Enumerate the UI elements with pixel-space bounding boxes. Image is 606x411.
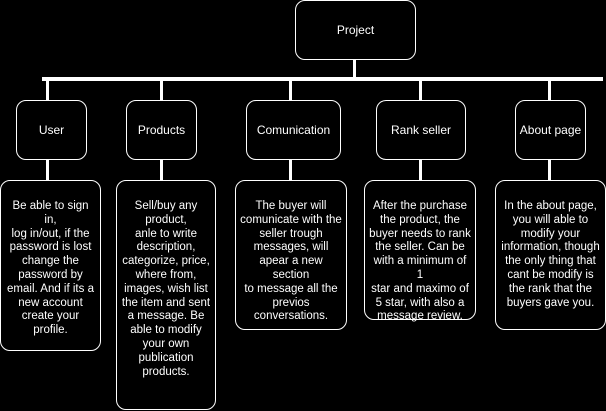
- comunication-to-desc-connector: [289, 159, 292, 181]
- description-text-user: Be able to sign in, log in/out, if the p…: [7, 200, 94, 337]
- description-text-about-page: In the about page, you will able to modi…: [501, 200, 600, 309]
- bus-to-comunication-connector: [289, 80, 292, 100]
- category-node-user: User: [16, 100, 87, 160]
- category-label-about-page: About page: [519, 123, 582, 137]
- bus-to-about-page-connector: [548, 80, 551, 100]
- bus-to-user-connector: [46, 80, 49, 100]
- category-label-user: User: [38, 123, 65, 137]
- category-label-rank-seller: Rank seller: [390, 123, 452, 137]
- description-node-rank-seller: After the purchase the product, the buye…: [364, 180, 476, 322]
- horizontal-bus: [42, 77, 603, 81]
- category-node-products: Products: [126, 100, 197, 160]
- bus-to-rank-seller-connector: [419, 80, 422, 100]
- description-text-rank-seller: After the purchase the product, the buye…: [369, 200, 471, 323]
- bus-to-products-connector: [160, 80, 163, 100]
- products-to-desc-connector: [160, 159, 163, 181]
- category-label-products: Products: [137, 123, 186, 137]
- description-node-comunication: The buyer will comunicate with the selle…: [235, 180, 347, 330]
- root-connector: [353, 59, 356, 78]
- category-node-rank-seller: Rank seller: [376, 100, 466, 160]
- description-text-products: Sell/buy any product, anle to write desc…: [121, 200, 211, 378]
- about-page-to-desc-connector: [548, 159, 551, 181]
- category-node-comunication: Comunication: [246, 100, 341, 160]
- root-node-project: Project: [295, 0, 416, 60]
- rank-seller-to-desc-connector: [419, 159, 422, 181]
- description-text-comunication: The buyer will comunicate with the selle…: [240, 200, 342, 323]
- description-node-user: Be able to sign in, log in/out, if the p…: [0, 180, 101, 351]
- description-node-about-page: In the about page, you will able to modi…: [495, 180, 606, 330]
- description-node-products: Sell/buy any product, anle to write desc…: [116, 180, 216, 410]
- category-label-comunication: Comunication: [256, 123, 331, 137]
- category-node-about-page: About page: [515, 100, 586, 160]
- user-to-desc-connector: [46, 159, 49, 181]
- root-label: Project: [336, 23, 375, 37]
